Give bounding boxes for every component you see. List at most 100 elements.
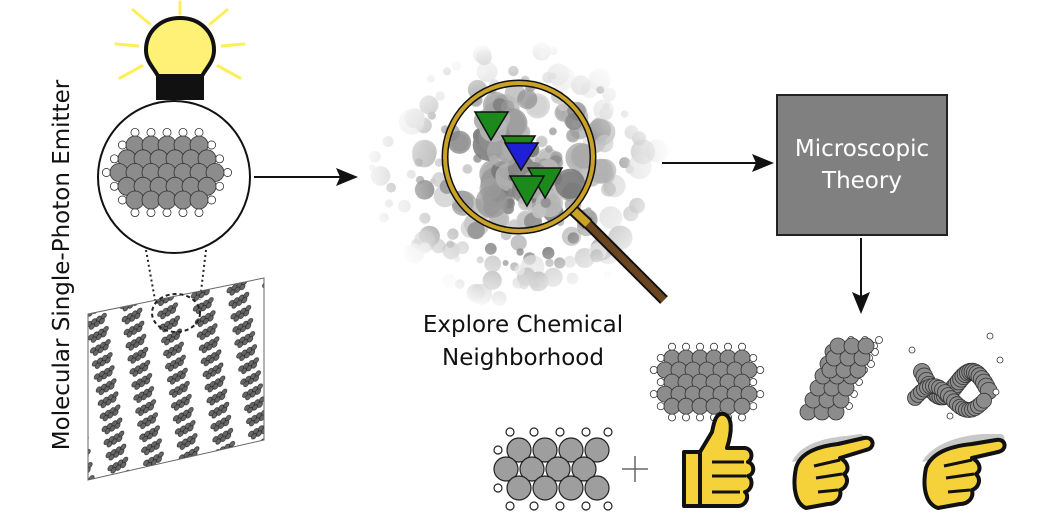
atom xyxy=(493,445,503,455)
atom xyxy=(682,342,691,351)
result-molecule-3 xyxy=(907,332,1004,420)
atom xyxy=(756,390,765,399)
crystal-lattice xyxy=(87,277,265,481)
atom xyxy=(117,140,127,150)
atom xyxy=(946,412,954,420)
atom xyxy=(908,346,916,354)
atom xyxy=(162,127,172,137)
atom xyxy=(506,437,532,463)
reference-molecule xyxy=(493,427,613,511)
pointing-hand-icon xyxy=(792,434,875,510)
atom xyxy=(178,208,188,218)
microscopic-theory-box: Microscopic Theory xyxy=(776,94,948,236)
atom xyxy=(584,437,610,463)
result-molecule-2 xyxy=(799,336,883,421)
atom xyxy=(215,181,225,191)
atom xyxy=(532,437,558,463)
atom xyxy=(117,195,127,205)
atom xyxy=(857,337,875,355)
atom xyxy=(207,195,217,205)
candidate-markers xyxy=(473,111,564,208)
atom xyxy=(493,483,503,493)
atom xyxy=(603,501,613,511)
atom xyxy=(146,127,156,137)
atom xyxy=(656,378,665,387)
atom xyxy=(682,413,691,422)
atom xyxy=(829,337,847,355)
atom xyxy=(649,390,658,399)
atom xyxy=(109,154,119,164)
atom xyxy=(756,365,765,374)
atom xyxy=(194,208,204,218)
atom xyxy=(207,140,217,150)
atom xyxy=(529,427,539,437)
atom xyxy=(996,356,1004,364)
atom xyxy=(710,342,719,351)
atom xyxy=(162,208,172,218)
atom xyxy=(215,154,225,164)
atom xyxy=(189,190,209,210)
atom xyxy=(749,378,758,387)
molecule-blob xyxy=(554,168,586,199)
atom xyxy=(668,413,677,422)
atom xyxy=(558,437,584,463)
atom xyxy=(724,342,733,351)
theory-line1: Microscopic xyxy=(794,136,930,162)
atom xyxy=(493,456,519,482)
molecule-blob xyxy=(507,219,522,229)
atom xyxy=(173,190,193,210)
atom xyxy=(749,353,758,362)
atom xyxy=(696,342,705,351)
atom xyxy=(545,456,571,482)
atom xyxy=(705,397,723,415)
atom xyxy=(532,475,558,501)
molecule-blob xyxy=(501,100,515,114)
pointing-hand-icon-2 xyxy=(922,434,1007,510)
atom xyxy=(505,501,515,511)
atom xyxy=(738,342,747,351)
atom xyxy=(130,127,140,137)
atom xyxy=(101,168,111,177)
atom xyxy=(157,190,177,210)
atom xyxy=(555,501,565,511)
atom xyxy=(581,501,591,511)
molecule-blob xyxy=(447,130,472,154)
atom xyxy=(584,475,610,501)
atom xyxy=(976,392,992,409)
atom xyxy=(663,397,681,415)
atom xyxy=(749,402,758,411)
atom xyxy=(519,456,545,482)
molecule-blob xyxy=(475,185,508,218)
atom xyxy=(125,190,145,210)
atom xyxy=(558,475,584,501)
emitter-label: Molecular Single-Photon Emitter xyxy=(49,79,75,451)
molecule-blob xyxy=(462,164,473,174)
atom xyxy=(141,190,161,210)
explore-label: Explore Chemical Neighborhood xyxy=(392,309,654,375)
atom xyxy=(656,353,665,362)
atom xyxy=(194,127,204,137)
atom xyxy=(875,336,883,344)
molecule-blob xyxy=(506,188,516,198)
molecule-blob xyxy=(548,127,557,136)
atom xyxy=(668,342,677,351)
explore-label-line2: Neighborhood xyxy=(442,345,604,371)
arrow-to-results xyxy=(852,238,870,314)
molecule-blob xyxy=(473,153,483,163)
atom xyxy=(992,388,1000,396)
atom xyxy=(738,413,747,422)
thumbs-up-icon xyxy=(682,411,756,508)
atom xyxy=(505,427,515,437)
atom xyxy=(843,337,861,355)
molecule-blob xyxy=(535,135,548,148)
atom xyxy=(529,501,539,511)
theory-line2: Theory xyxy=(822,168,902,194)
molecule-closeup xyxy=(101,127,233,218)
atom xyxy=(555,427,565,437)
molecule-blob xyxy=(540,197,551,208)
atom xyxy=(109,181,119,191)
arrow-to-exploration xyxy=(254,168,358,186)
light-bulb-icon xyxy=(114,0,246,100)
